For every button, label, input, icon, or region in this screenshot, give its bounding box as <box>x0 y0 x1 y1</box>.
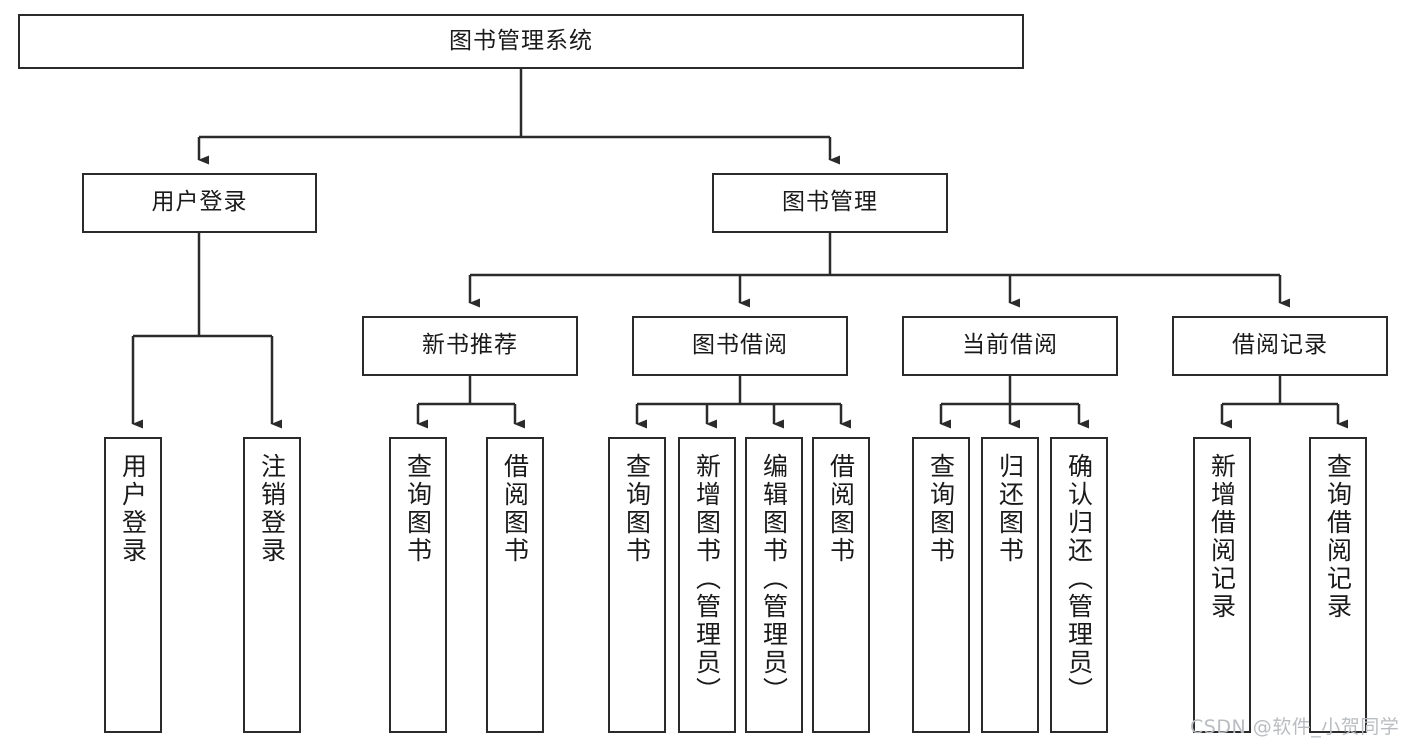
leaf-logout[interactable]: 注销登录 <box>243 437 301 733</box>
leaf-query-book-nb-label: 查询图书 <box>403 453 433 565</box>
node-root[interactable]: 图书管理系统 <box>18 14 1024 69</box>
leaf-return-book[interactable]: 归还图书 <box>981 437 1039 733</box>
leaf-edit-book-admin-label: 编辑图书（管理员） <box>759 453 789 705</box>
node-user-login-label: 用户登录 <box>151 189 248 216</box>
node-borrow-records[interactable]: 借阅记录 <box>1172 316 1388 376</box>
leaf-user-login[interactable]: 用户登录 <box>104 437 162 733</box>
leaf-add-borrow-record[interactable]: 新增借阅记录 <box>1193 437 1251 733</box>
leaf-query-book-cb[interactable]: 查询图书 <box>912 437 970 733</box>
node-new-book-recommend-label: 新书推荐 <box>422 332 518 359</box>
leaf-logout-label: 注销登录 <box>257 453 287 565</box>
leaf-query-borrow-record-label: 查询借阅记录 <box>1323 453 1353 621</box>
leaf-confirm-return-admin[interactable]: 确认归还（管理员） <box>1050 437 1108 733</box>
node-book-management[interactable]: 图书管理 <box>712 173 948 233</box>
node-user-login[interactable]: 用户登录 <box>82 173 317 233</box>
leaf-edit-book-admin[interactable]: 编辑图书（管理员） <box>745 437 803 733</box>
leaf-add-borrow-record-label: 新增借阅记录 <box>1207 453 1237 621</box>
leaf-query-borrow-record[interactable]: 查询借阅记录 <box>1309 437 1367 733</box>
leaf-borrow-book-bb[interactable]: 借阅图书 <box>812 437 870 733</box>
node-book-borrow[interactable]: 图书借阅 <box>632 316 848 376</box>
node-borrow-records-label: 借阅记录 <box>1232 332 1328 359</box>
node-book-borrow-label: 图书借阅 <box>692 332 788 359</box>
node-book-management-label: 图书管理 <box>782 189 878 216</box>
node-current-borrow-label: 当前借阅 <box>962 332 1058 359</box>
leaf-return-book-label: 归还图书 <box>995 453 1025 565</box>
leaf-query-book-bb[interactable]: 查询图书 <box>608 437 666 733</box>
leaf-query-book-nb[interactable]: 查询图书 <box>389 437 447 733</box>
leaf-user-login-label: 用户登录 <box>118 453 148 565</box>
node-current-borrow[interactable]: 当前借阅 <box>902 316 1118 376</box>
leaf-borrow-book-nb[interactable]: 借阅图书 <box>486 437 544 733</box>
node-root-label: 图书管理系统 <box>449 27 593 54</box>
leaf-borrow-book-nb-label: 借阅图书 <box>500 453 530 565</box>
node-new-book-recommend[interactable]: 新书推荐 <box>362 316 578 376</box>
leaf-add-book-admin-label: 新增图书（管理员） <box>692 453 722 705</box>
leaf-borrow-book-bb-label: 借阅图书 <box>826 453 856 565</box>
leaf-query-book-bb-label: 查询图书 <box>622 453 652 565</box>
leaf-add-book-admin[interactable]: 新增图书（管理员） <box>678 437 736 733</box>
leaf-query-book-cb-label: 查询图书 <box>926 453 956 565</box>
leaf-confirm-return-admin-label: 确认归还（管理员） <box>1064 453 1094 705</box>
